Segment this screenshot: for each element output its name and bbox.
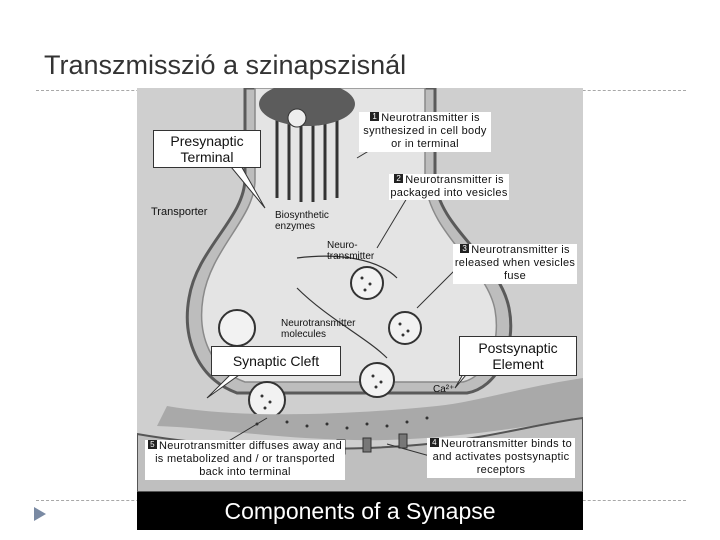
step-3-number: 3 — [460, 244, 470, 253]
biosynthetic-enzymes-label: Biosynthetic enzymes — [275, 210, 329, 232]
step-4-number: 4 — [430, 438, 439, 447]
neurotransmitter-molecules-label: Neurotransmitter molecules — [281, 318, 356, 340]
step-5-number: 5 — [147, 440, 157, 449]
presynaptic-terminal-callout: Presynaptic Terminal — [153, 130, 261, 169]
neurotransmitter-label: Neuro-transmitter — [327, 240, 375, 262]
bullet-arrow-icon — [34, 507, 46, 521]
step-1-description: Neurotransmitter is synthesized in cell … — [363, 112, 487, 151]
synapse-figure: Presynaptic Terminal Synaptic Cleft Post… — [137, 88, 583, 530]
step-3-description: Neurotransmitter is released when vesicl… — [454, 244, 576, 283]
transporter-label: Transporter — [151, 206, 208, 218]
slide-title: Transzmisszió a szinapszisnál — [44, 50, 407, 80]
calcium-label: Ca²⁺ — [433, 384, 455, 395]
step-2-number: 2 — [394, 174, 404, 183]
figure-caption: Components of a Synapse — [137, 492, 583, 530]
step-1-number: 1 — [370, 112, 380, 121]
step-2-description: Neurotransmitter is packaged into vesicl… — [390, 174, 508, 200]
postsynaptic-element-callout: Postsynaptic Element — [459, 336, 577, 377]
step-4-description: Neurotransmitter binds to and activates … — [432, 438, 572, 477]
synaptic-cleft-callout: Synaptic Cleft — [211, 346, 341, 377]
step-5-description: Neurotransmitter diffuses away and is me… — [155, 440, 343, 479]
